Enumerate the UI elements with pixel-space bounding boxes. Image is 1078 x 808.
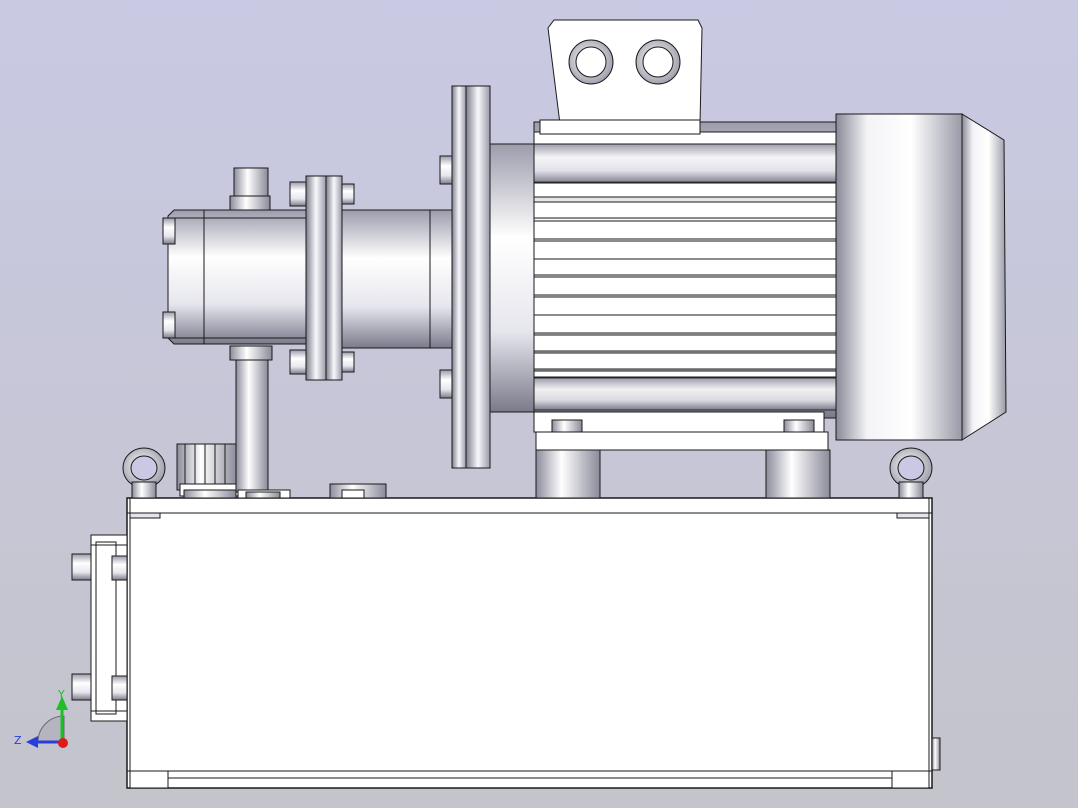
bell-housing [341, 209, 453, 349]
gear-pump [162, 167, 311, 345]
hydraulic-power-unit [71, 19, 1007, 789]
pump-flange [289, 175, 355, 381]
lifting-eye-right [889, 447, 933, 499]
tank-port [329, 483, 387, 499]
suction-pipe [229, 345, 291, 499]
terminal-box [539, 19, 703, 135]
lifting-eye-left [122, 447, 166, 499]
motor-body [533, 121, 837, 419]
y-axis-label: Y [57, 688, 65, 701]
axis-triad: Y Z [14, 688, 68, 748]
motor-feet [533, 411, 831, 499]
motor-flange [439, 85, 537, 469]
fan-cover [835, 113, 1007, 441]
oil-tank [126, 497, 941, 789]
inspection-cover [71, 534, 128, 722]
z-axis-label: Z [14, 734, 22, 747]
filler-breather [176, 443, 241, 499]
cooling-fins [533, 131, 837, 378]
